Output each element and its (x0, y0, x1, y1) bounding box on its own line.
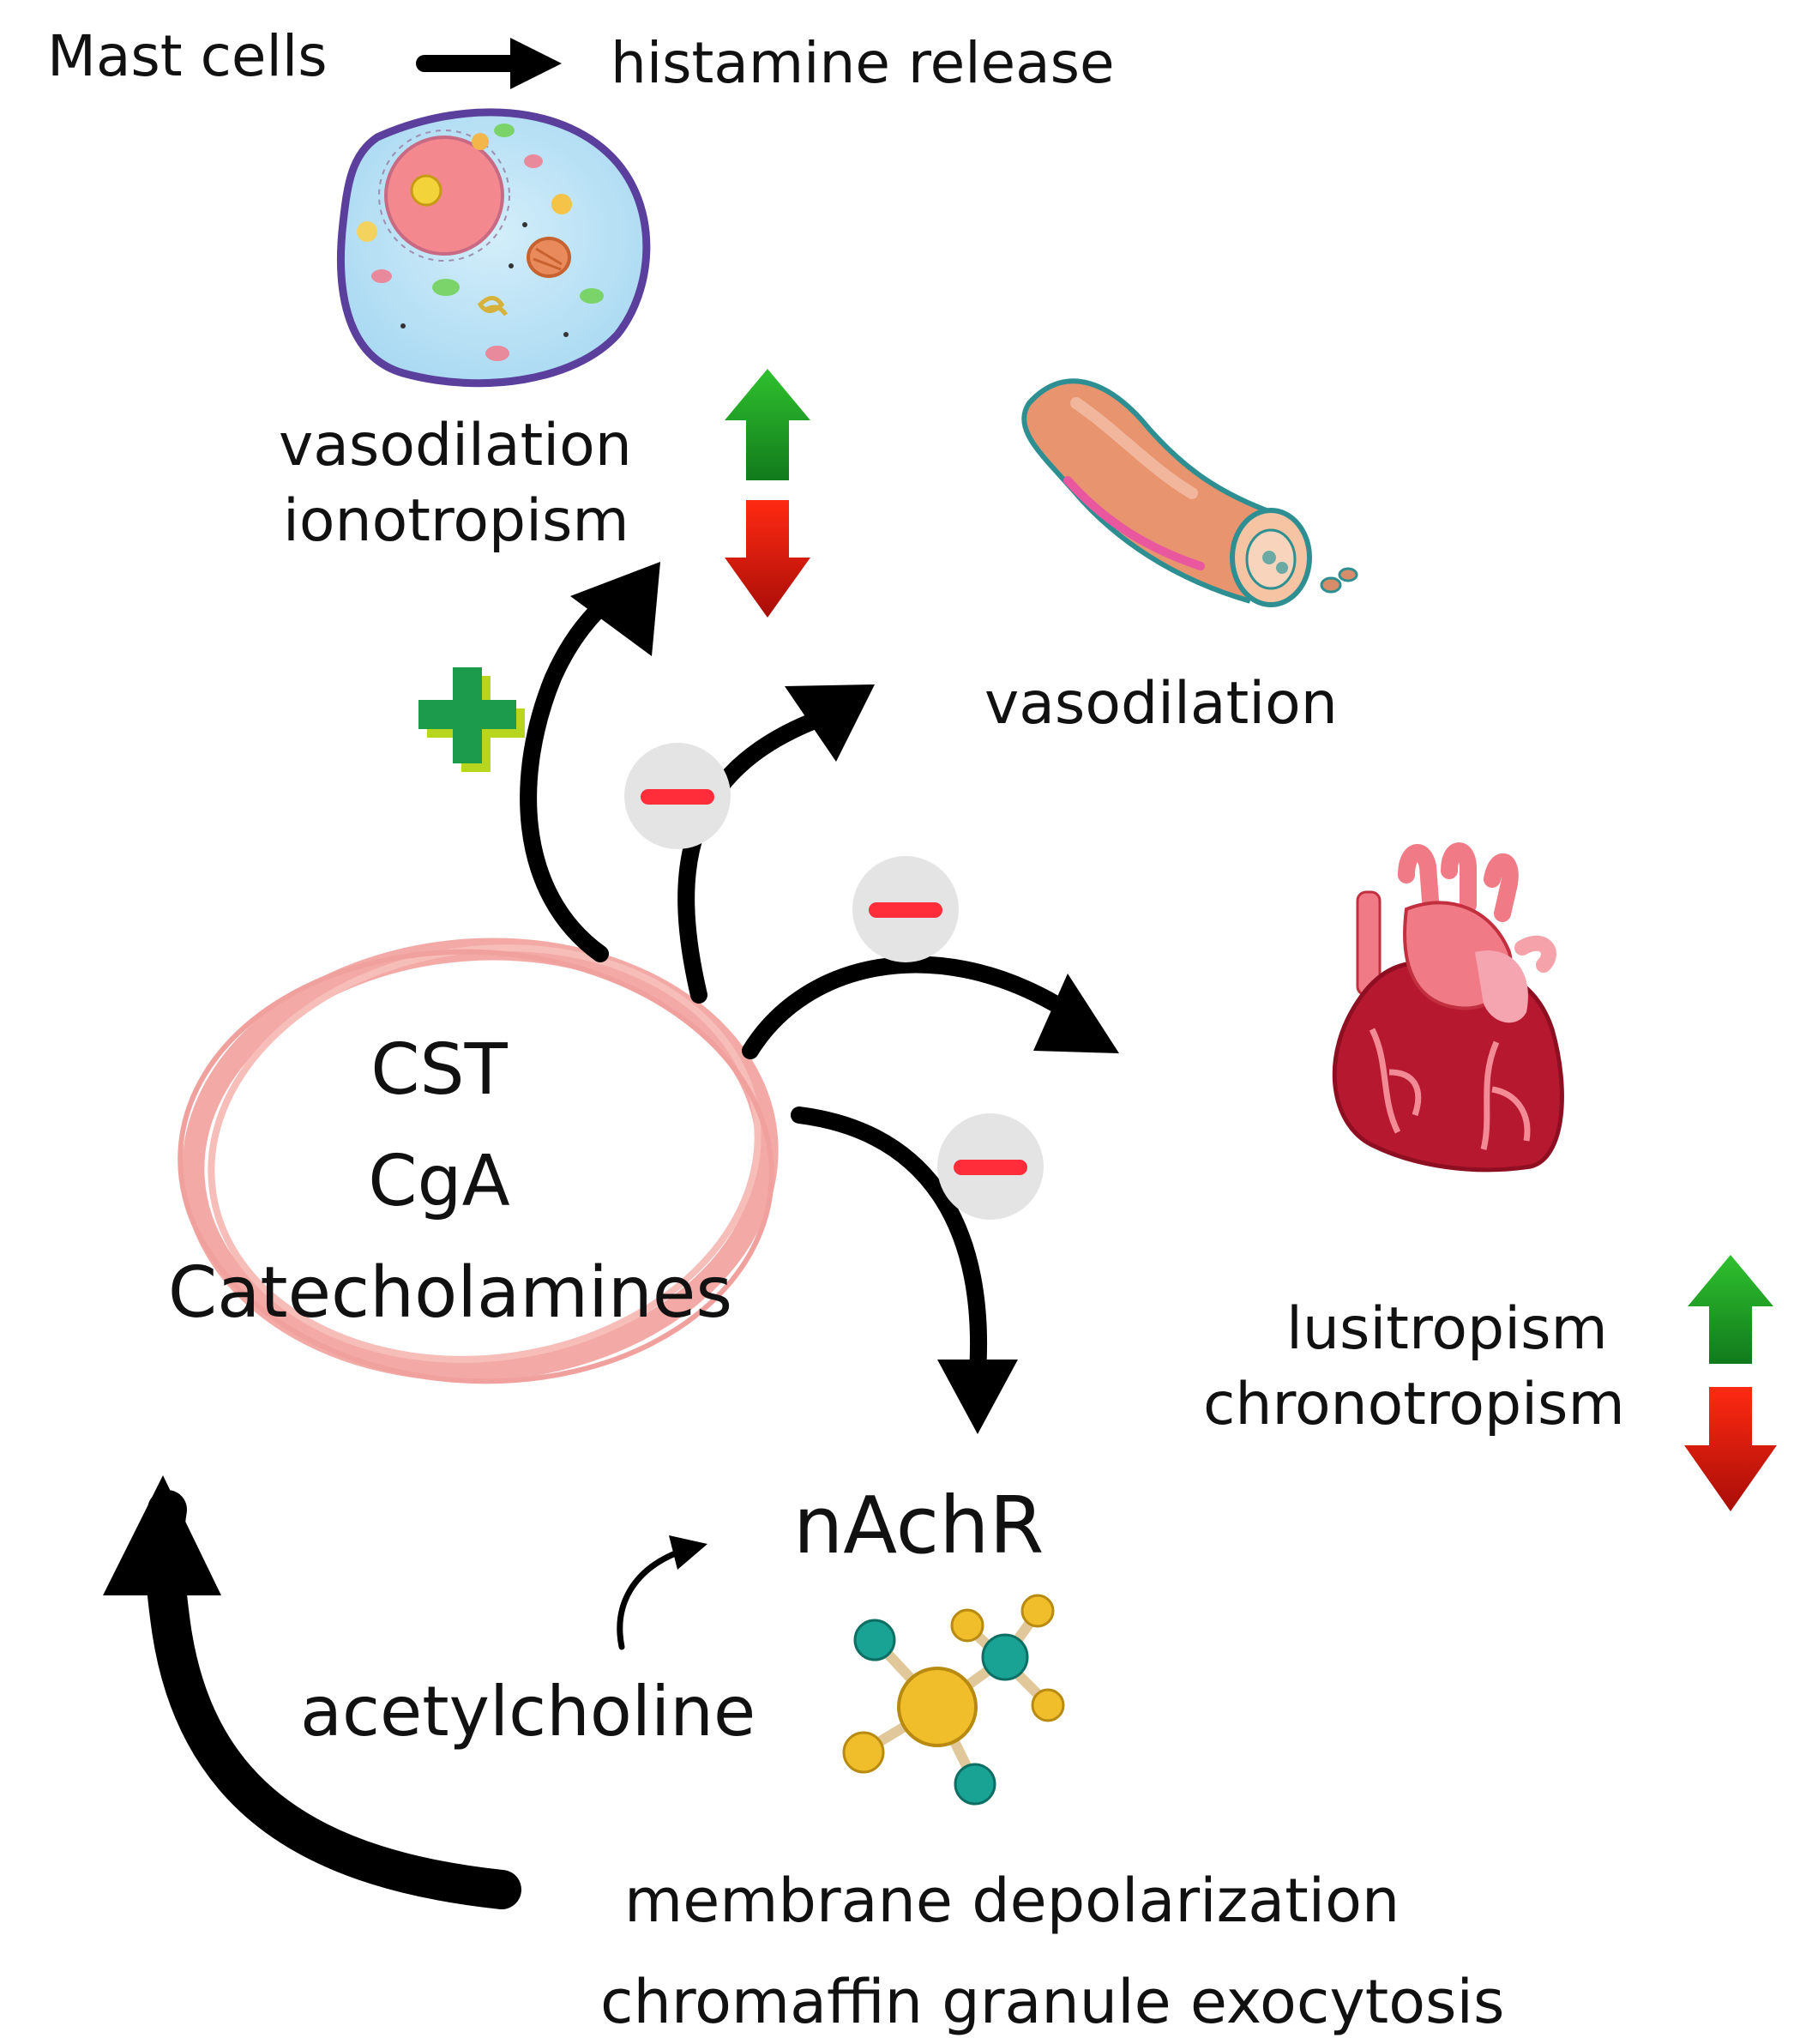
minus-icon (624, 743, 731, 849)
minus-icon (937, 1113, 1044, 1220)
arrow-to-heart (742, 956, 1119, 1059)
cga-label: CgA (368, 1141, 509, 1222)
mast-to-histamine-arrow (416, 38, 562, 89)
mast-cell-icon (336, 108, 651, 388)
mast-cells-label: Mast cells (47, 23, 328, 89)
decrease-arrow-icon (1684, 1387, 1777, 1511)
arrow-to-ionotropism (520, 562, 660, 962)
blood-vessel-icon (1021, 378, 1358, 607)
chromaffin-exocytosis-label: chromaffin granule exocytosis (600, 1967, 1504, 2037)
feedback-arrow (103, 1475, 521, 1909)
increase-arrow-icon (1688, 1255, 1773, 1364)
ionotropism-label: ionotropism (283, 487, 629, 555)
cst-label: CST (370, 1029, 508, 1111)
nachr-label: nAchR (793, 1480, 1044, 1571)
arrow-to-vasodilation (677, 684, 875, 1004)
heart-icon (1332, 842, 1564, 1173)
chronotropism-label: chronotropism (1203, 1371, 1625, 1438)
vasodilation-top-label: vasodilation (279, 412, 632, 479)
catecholamines-label: Catecholamines (168, 1252, 732, 1334)
secretory-granule-ring (178, 938, 779, 1384)
acetylcholine-to-nachr-arrow (617, 1535, 707, 1650)
vasodilation-right-label: vasodilation (984, 670, 1338, 738)
minus-icon (852, 856, 959, 962)
histamine-release-label: histamine release (611, 30, 1115, 96)
membrane-depolarization-label: membrane depolarization (624, 1866, 1400, 1936)
lusitropism-label: lusitropism (1286, 1295, 1608, 1363)
arrow-to-nachr (791, 1106, 1018, 1434)
molecule-icon (842, 1594, 1065, 1806)
acetylcholine-label: acetylcholine (300, 1672, 755, 1752)
decrease-arrow-icon (725, 500, 810, 618)
plus-icon (418, 667, 525, 772)
increase-arrow-icon (725, 369, 810, 480)
